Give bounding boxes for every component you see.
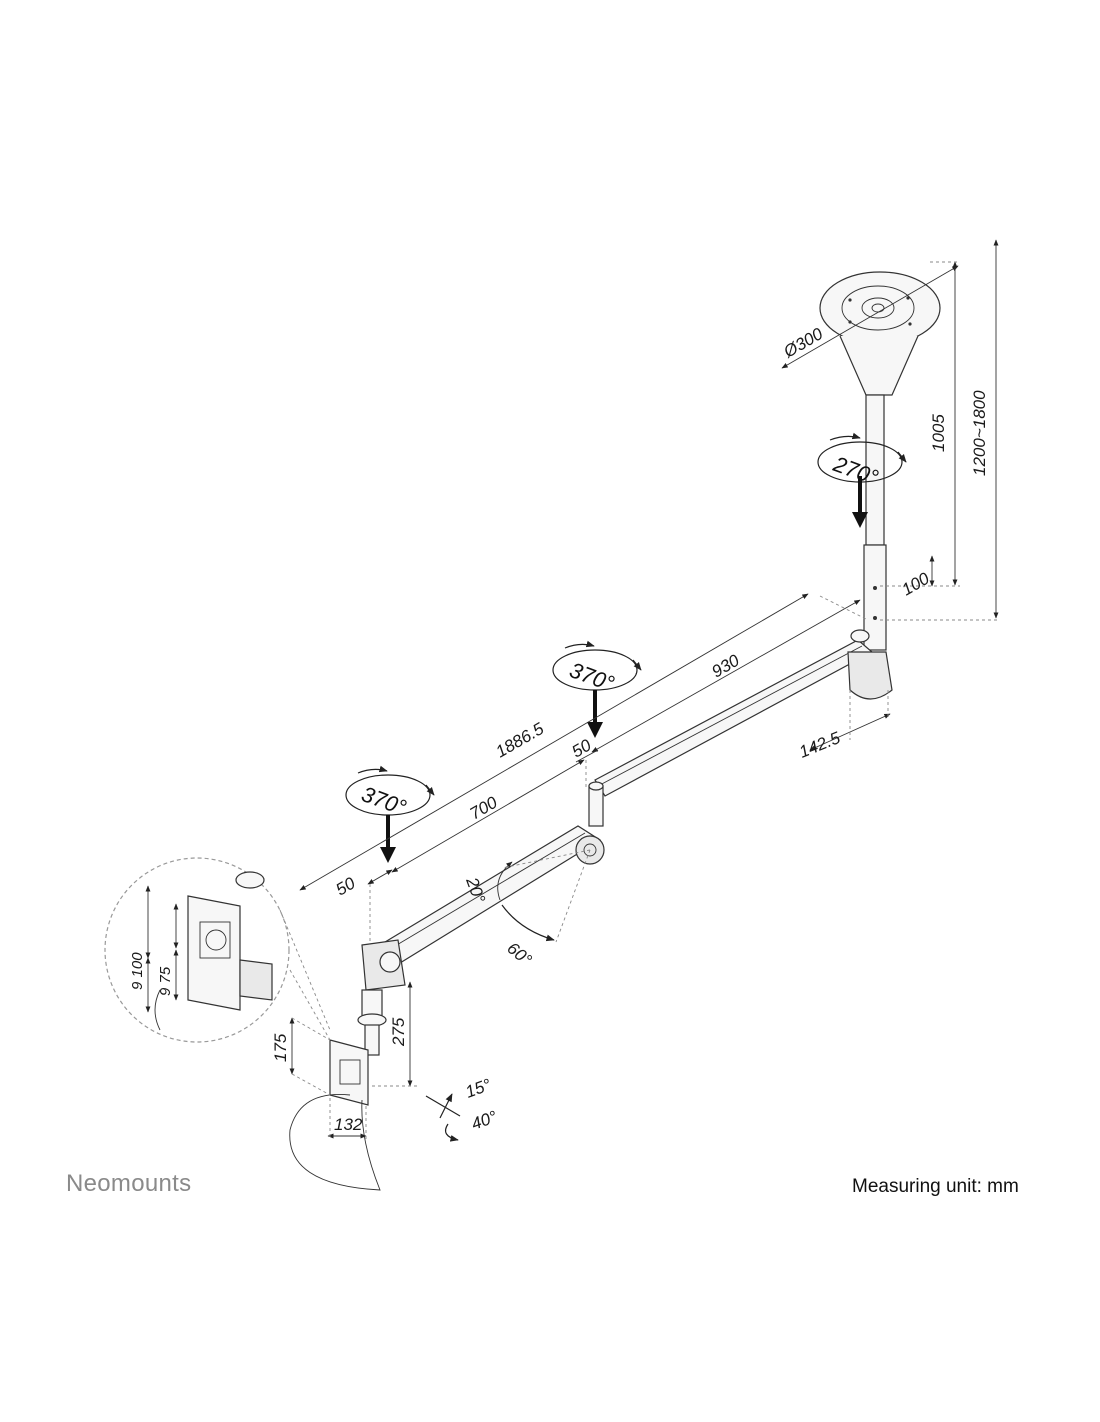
label-joint-offset-1: 50 xyxy=(569,735,595,761)
label-joint-offset-2: 50 xyxy=(333,873,359,899)
label-elbow-down: 60° xyxy=(503,939,535,970)
label-pole-step: 100 xyxy=(899,569,934,600)
label-detail-outer: 9 100 xyxy=(129,952,146,990)
ceiling-plate xyxy=(819,271,941,396)
long-arm xyxy=(594,629,893,797)
label-total-length: 1886.5 xyxy=(493,719,548,762)
measuring-unit-note: Measuring unit: mm xyxy=(852,1176,1019,1197)
label-tilt-down: 40° xyxy=(469,1107,500,1134)
label-pole-length: 1005 xyxy=(929,414,948,452)
label-arm-long: 930 xyxy=(709,651,744,682)
label-vesa-height: 175 xyxy=(271,1033,290,1062)
label-drop-length: 275 xyxy=(389,1017,408,1047)
drop-arm xyxy=(357,939,406,1056)
dimension-lines xyxy=(289,239,1000,1142)
label-tilt-up: 15° xyxy=(463,1075,494,1102)
brand-logo-text: Neomounts xyxy=(66,1170,192,1197)
vesa-head xyxy=(289,1039,381,1191)
rotation-icon-pole xyxy=(817,432,907,528)
label-height-range: 1200~1800 xyxy=(970,390,989,476)
label-detail-inner: 9 75 xyxy=(157,966,174,996)
label-arm-offset: 142.5 xyxy=(796,728,843,762)
ceiling-pole xyxy=(863,394,887,651)
label-vesa-width: 132 xyxy=(334,1115,363,1134)
label-arm-mid: 700 xyxy=(467,793,502,824)
detail-callout xyxy=(104,857,331,1043)
